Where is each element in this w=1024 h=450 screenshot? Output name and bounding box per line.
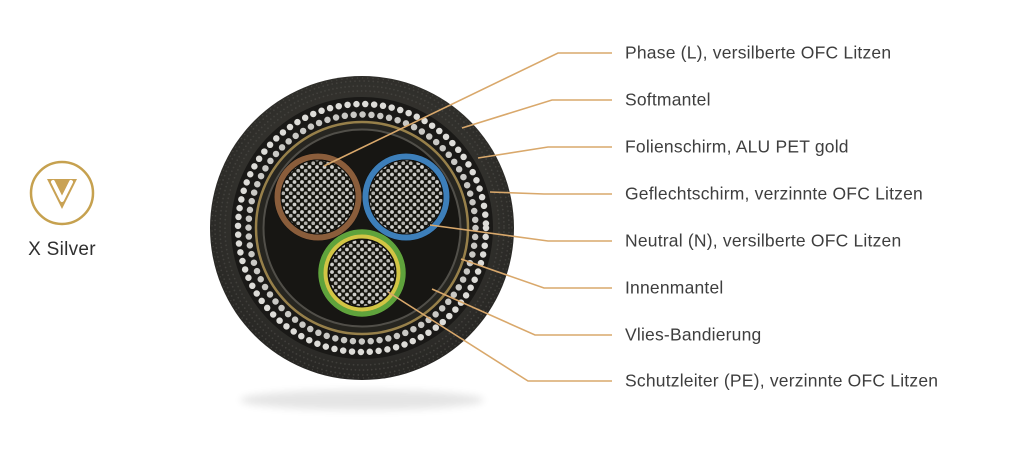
label-phase: Phase (L), versilberte OFC Litzen <box>625 42 892 63</box>
leader-lines <box>323 52 612 382</box>
label-folienschirm: Folienschirm, ALU PET gold <box>625 136 849 157</box>
brand-block: X Silver <box>12 158 112 261</box>
leader-line-innenmantel <box>460 258 612 289</box>
leader-line-geflechtschirm <box>489 191 612 195</box>
cable-cross-section <box>210 76 514 380</box>
v-triangle-badge-icon <box>29 160 95 226</box>
leader-line-folienschirm <box>477 146 612 159</box>
label-vlies: Vlies-Bandierung <box>625 324 762 345</box>
jacket-texture <box>211 77 513 379</box>
label-schutzleiter: Schutzleiter (PE), verzinnte OFC Litzen <box>625 370 939 391</box>
cable-shadow <box>240 390 484 410</box>
label-neutral: Neutral (N), versilberte OFC Litzen <box>625 230 902 251</box>
leader-line-vlies <box>431 288 612 336</box>
neutral-conductor <box>362 153 450 241</box>
leader-line-schutzleiter <box>387 291 612 382</box>
brand-name: X Silver <box>28 239 96 260</box>
leader-line-neutral <box>429 224 612 242</box>
label-innenmantel: Innenmantel <box>625 277 724 298</box>
braid-shield-dots <box>234 100 490 356</box>
leader-line-softmantel <box>461 99 612 129</box>
phase-conductor <box>274 153 362 241</box>
label-geflechtschirm: Geflechtschirm, verzinnte OFC Litzen <box>625 183 923 204</box>
leader-line-phase <box>323 52 612 167</box>
label-softmantel: Softmantel <box>625 89 711 110</box>
pe-conductor <box>318 229 406 317</box>
